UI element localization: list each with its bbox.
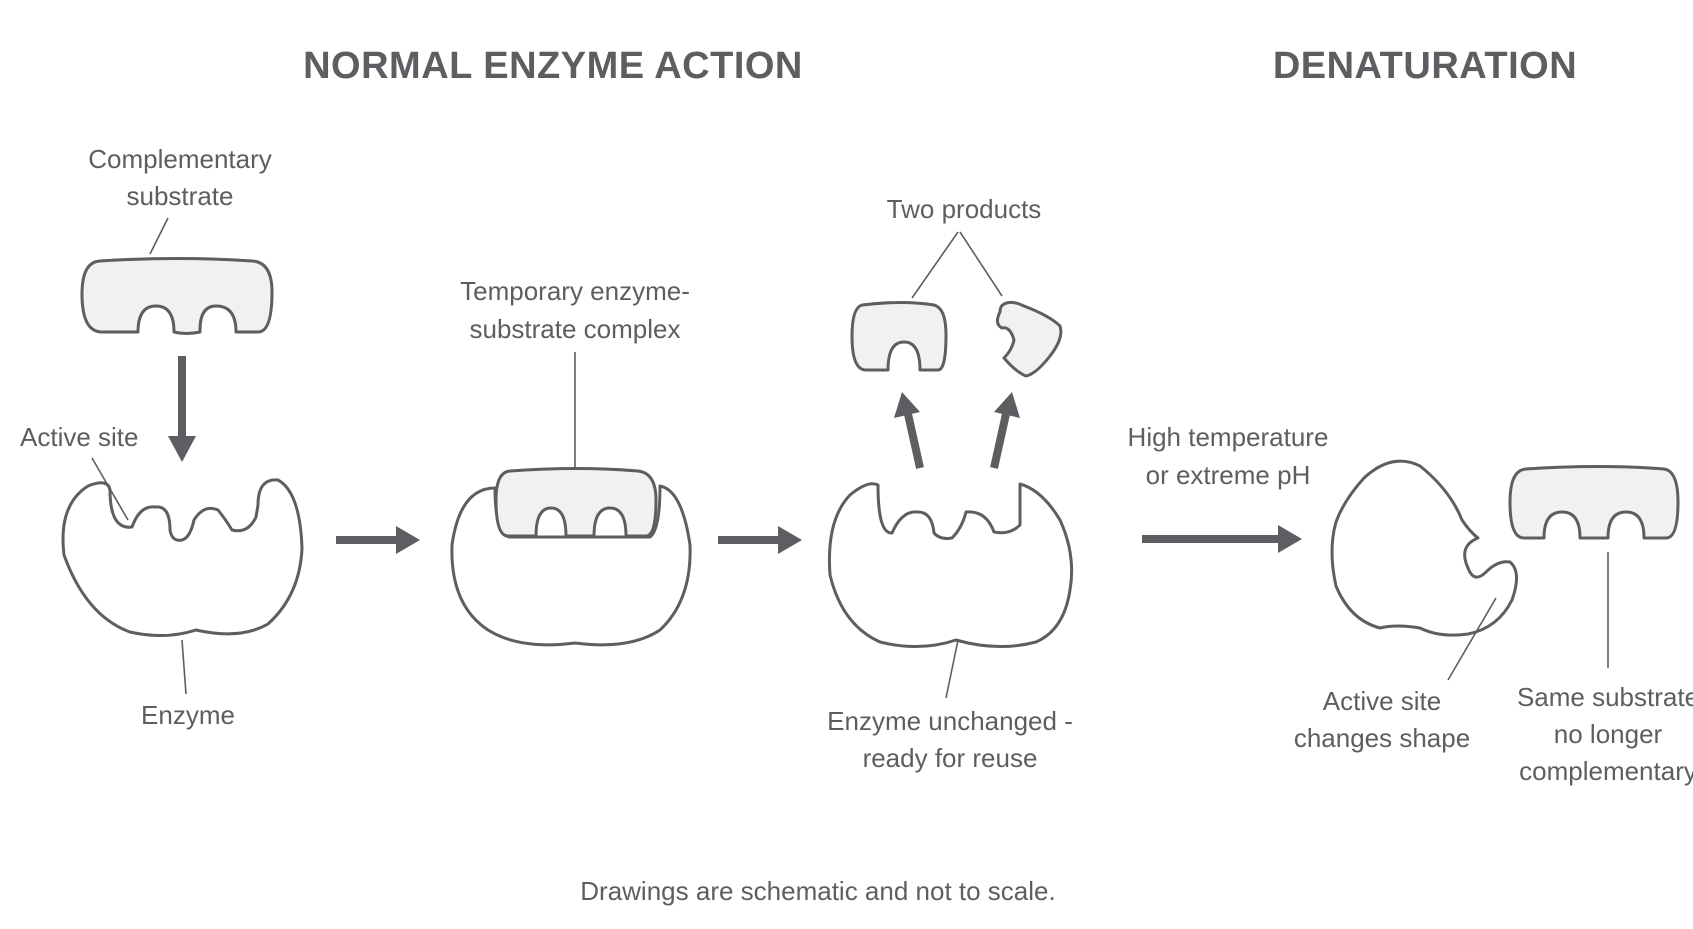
- label-complementary-substrate-line1: Complementary: [88, 144, 272, 174]
- label-active-site-changes-line2: changes shape: [1294, 723, 1470, 753]
- label-conditions-line1: High temperature: [1128, 422, 1329, 452]
- label-complex-line1: Temporary enzyme-: [460, 276, 690, 306]
- substrate-shape-denatured: [1508, 465, 1680, 540]
- label-same-substrate-line2: no longer: [1554, 719, 1663, 749]
- arrow-up-product-1-head: [894, 392, 920, 418]
- leader-substrate: [149, 217, 169, 255]
- arrow-up-product-2-shaft: [990, 413, 1010, 469]
- label-same-substrate-line1: Same substrate: [1517, 682, 1693, 712]
- leader-product-1: [911, 231, 959, 299]
- product-shape-1: [850, 301, 948, 372]
- product-shape-2: [995, 300, 1063, 378]
- label-active-site-changes-line1: Active site: [1323, 686, 1442, 716]
- leader-product-2: [959, 231, 1003, 297]
- label-same-substrate-line3: complementary: [1519, 756, 1693, 786]
- leader-enzyme: [181, 639, 187, 695]
- enzyme-shape-2: [450, 484, 692, 647]
- enzyme-shape-3: [827, 482, 1074, 649]
- arrow-right-denature-head: [1278, 525, 1302, 553]
- heading-denaturation: DENATURATION: [1273, 45, 1577, 87]
- arrow-right-2-head: [778, 526, 802, 554]
- heading-normal-enzyme-action: NORMAL ENZYME ACTION: [303, 45, 803, 87]
- label-conditions-line2: or extreme pH: [1146, 460, 1311, 490]
- arrow-right-1-head: [396, 526, 420, 554]
- arrow-up-product-1-shaft: [904, 413, 924, 469]
- footnote: Drawings are schematic and not to scale.: [580, 876, 1055, 906]
- label-active-site: Active site: [20, 422, 139, 452]
- label-enzyme-unchanged-line2: ready for reuse: [863, 743, 1038, 773]
- enzyme-shape-1: [61, 478, 304, 638]
- arrow-up-product-2-head: [994, 392, 1020, 418]
- label-complex-line2: substrate complex: [470, 314, 681, 344]
- substrate-shape-2: [494, 467, 658, 538]
- label-enzyme-unchanged-line1: Enzyme unchanged -: [827, 706, 1073, 736]
- leader-enzyme-unchanged: [945, 639, 959, 699]
- leader-active-site-changes: [1447, 597, 1497, 681]
- substrate-shape-1: [80, 257, 274, 335]
- label-complementary-substrate-line2: substrate: [127, 181, 234, 211]
- label-two-products: Two products: [887, 194, 1042, 224]
- denatured-enzyme-shape: [1330, 459, 1518, 637]
- label-enzyme: Enzyme: [141, 700, 235, 730]
- arrow-down-substrate-head: [168, 436, 196, 462]
